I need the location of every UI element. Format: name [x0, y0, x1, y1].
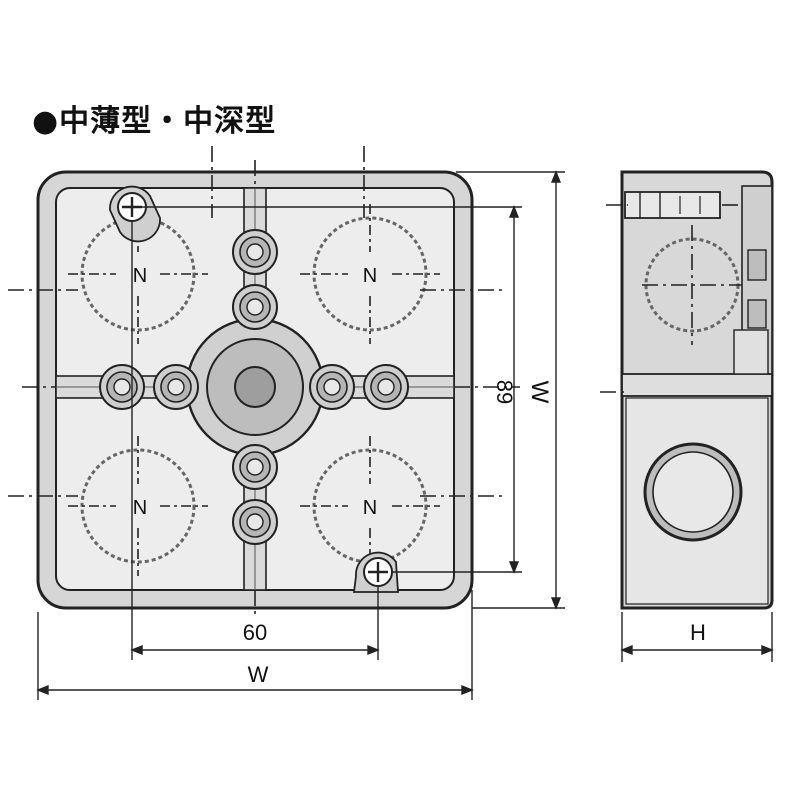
knockout-label-bl: N [133, 497, 147, 519]
rib-boss-left-1 [99, 364, 145, 410]
front-view: N N N N [8, 146, 565, 700]
center-boss-hole [234, 366, 276, 408]
rib-boss-bottom-1 [232, 444, 278, 490]
diagram-title: ●中薄型・中深型 [32, 104, 277, 139]
rib-boss-right-2 [363, 364, 409, 410]
dimension-h [620, 612, 774, 662]
dimension-89 [140, 205, 522, 574]
dim-label-60: 60 [243, 620, 267, 645]
side-view: H [600, 170, 774, 662]
screw-top-left [109, 185, 161, 243]
side-screw [624, 191, 721, 219]
rib-boss-left-2 [153, 364, 199, 410]
rib-boss-right-1 [309, 364, 355, 410]
dimension-w-bottom [36, 590, 474, 700]
dim-label-w-side: W [526, 381, 553, 404]
rib-boss-top-2 [232, 284, 278, 330]
dim-label-89: 89 [492, 380, 517, 404]
dim-label-h: H [690, 620, 706, 645]
side-hole [643, 442, 743, 542]
screw-bottom-right [352, 551, 399, 593]
dimension-w-side [456, 170, 565, 610]
center-lines [8, 146, 520, 615]
knockout-label-br: N [363, 497, 377, 519]
rib-boss-top-1 [232, 229, 278, 275]
dimension-60 [130, 220, 380, 660]
side-rib [621, 373, 773, 397]
knockout-label-tr: N [363, 265, 377, 287]
dim-label-w-bottom: W [248, 662, 269, 687]
rib-boss-bottom-2 [232, 499, 278, 545]
knockout-label-tl: N [133, 265, 147, 287]
